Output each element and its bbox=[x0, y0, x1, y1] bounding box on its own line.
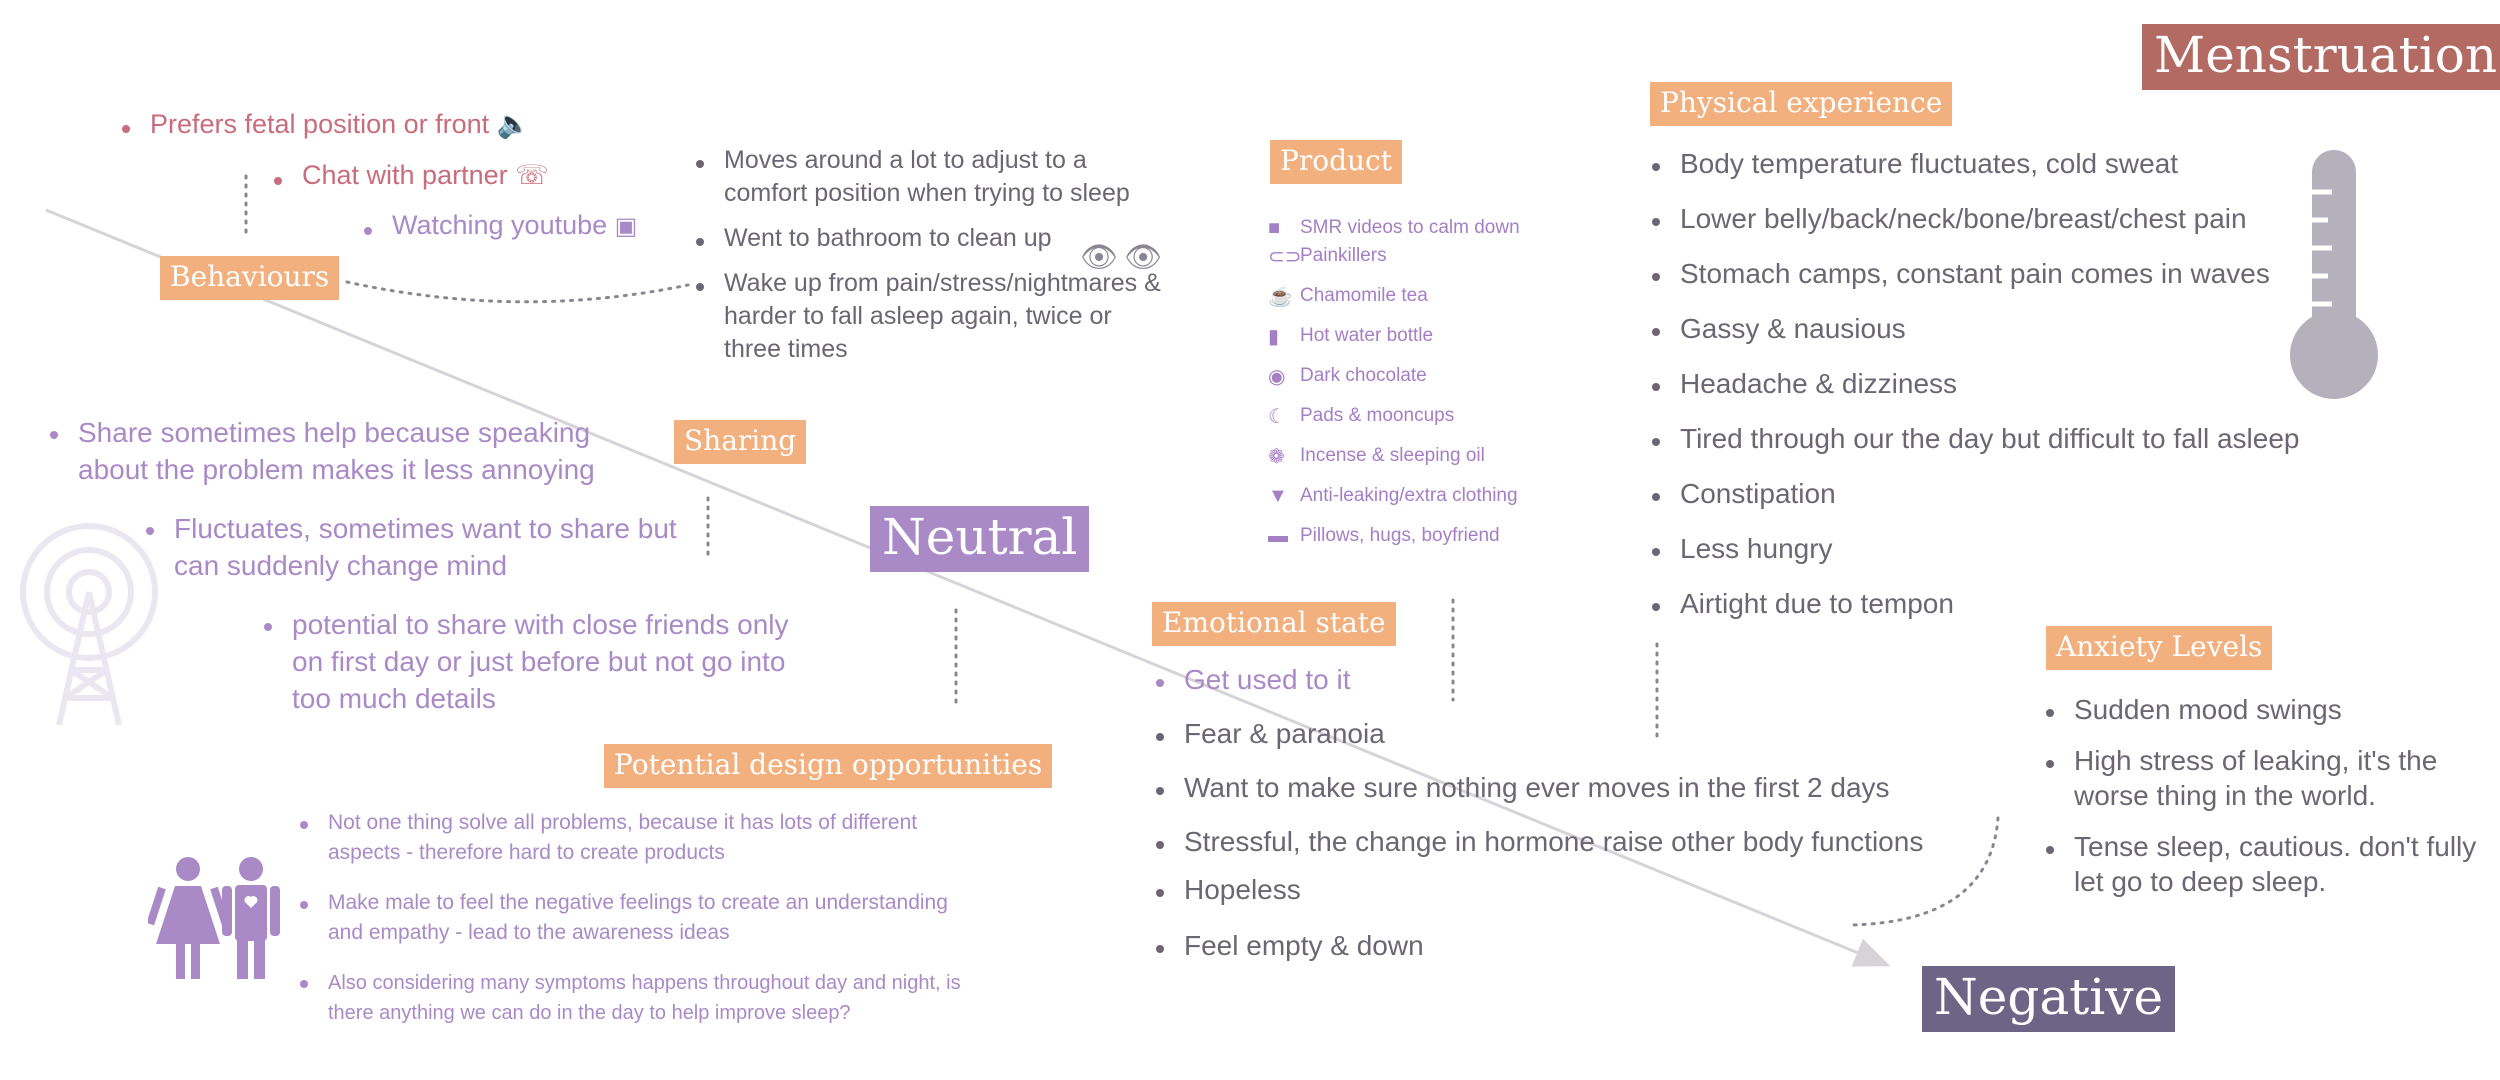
list-item: ▬Pillows, hugs, boyfriend bbox=[1268, 524, 1500, 547]
list-item: ❁Incense & sleeping oil bbox=[1268, 445, 1485, 468]
video-icon: ▣ bbox=[614, 213, 638, 240]
menstruation-title: Menstruation bbox=[2142, 24, 2500, 90]
timeline-line bbox=[45, 208, 1891, 967]
sharing-list-3: potential to share with close friends on… bbox=[260, 606, 802, 717]
list-item: Headache & dizziness bbox=[1648, 366, 2300, 402]
list-item: ▮Hot water bottle bbox=[1268, 325, 1434, 348]
thermometer-icon bbox=[2290, 150, 2378, 399]
list-item: Went to bathroom to clean up bbox=[692, 222, 1162, 255]
list-item: Moves around a lot to adjust to a comfor… bbox=[692, 144, 1162, 210]
chocolate-icon: ◉ bbox=[1268, 365, 1286, 388]
behaviours-list-3: Watching youtube ▣ bbox=[360, 210, 637, 241]
list-item: Tired through our the day but difficult … bbox=[1648, 421, 2300, 457]
list-item: ⊂⊃Painkillers bbox=[1268, 245, 1387, 268]
anxiety-levels-label: Anxiety Levels bbox=[2046, 626, 2273, 670]
emotional-state-list: Get used to it Fear & paranoia Want to m… bbox=[1152, 662, 1923, 964]
negative-title: Negative bbox=[1922, 966, 2176, 1032]
speaker-icon: 🔈 bbox=[496, 109, 531, 139]
list-item: Also considering many symptoms happens t… bbox=[296, 968, 996, 1028]
list-item: Constipation bbox=[1648, 476, 2300, 512]
video-camera-icon: ■ bbox=[1268, 216, 1281, 239]
sharing-list: Share sometimes help because speaking ab… bbox=[46, 414, 658, 488]
physical-experience-label: Physical experience bbox=[1650, 82, 1953, 126]
sharing-list-2: Fluctuates, sometimes want to share but … bbox=[142, 510, 694, 584]
bottle-icon: ▮ bbox=[1268, 325, 1280, 348]
behaviours-list-1: Prefers fetal position or front 🔈 bbox=[118, 108, 530, 140]
list-item: Watching youtube ▣ bbox=[360, 210, 637, 241]
product-list: ■SMR videos to calm down ⊂⊃Painkillers ☕… bbox=[1268, 208, 1520, 556]
moon-icon: ☾ bbox=[1268, 405, 1286, 428]
female-icon bbox=[148, 857, 228, 979]
list-item: Want to make sure nothing ever moves in … bbox=[1152, 770, 1923, 806]
anxiety-levels-list: Sudden mood swings High stress of leakin… bbox=[2042, 692, 2492, 899]
list-item: Body temperature fluctuates, cold sweat bbox=[1648, 146, 2300, 182]
list-item: Gassy & nausious bbox=[1648, 311, 2300, 347]
radio-tower-icon bbox=[20, 523, 158, 726]
list-item: potential to share with close friends on… bbox=[260, 606, 802, 717]
list-item: Stressful, the change in hormone raise o… bbox=[1152, 824, 1923, 860]
emotional-state-label: Emotional state bbox=[1152, 602, 1396, 646]
list-item: Share sometimes help because speaking ab… bbox=[46, 414, 658, 488]
male-icon bbox=[222, 857, 280, 979]
neutral-title: Neutral bbox=[870, 506, 1090, 572]
product-label: Product bbox=[1270, 140, 1402, 184]
list-item: ◉Dark chocolate bbox=[1268, 365, 1427, 388]
list-item: Lower belly/back/neck/bone/breast/chest … bbox=[1648, 201, 2300, 237]
list-item: Stomach camps, constant pain comes in wa… bbox=[1648, 256, 2300, 292]
list-item: Fear & paranoia bbox=[1152, 716, 1923, 752]
list-item: Chat with partner ☏ bbox=[270, 160, 549, 191]
list-item: Less hungry bbox=[1648, 531, 2300, 567]
underwear-icon: ▼ bbox=[1268, 484, 1288, 507]
list-item: Tense sleep, cautious. don't fully let g… bbox=[2042, 829, 2492, 899]
design-opportunities-list: Not one thing solve all problems, becaus… bbox=[296, 808, 996, 1028]
eyes-icon: 👁👁 bbox=[1080, 241, 1169, 274]
behaviours-details: Moves around a lot to adjust to a comfor… bbox=[692, 144, 1162, 366]
list-item: ■SMR videos to calm down bbox=[1268, 216, 1520, 239]
behaviours-label: Behaviours bbox=[160, 256, 340, 300]
incense-icon: ❁ bbox=[1268, 445, 1285, 468]
teapot-icon: ☕ bbox=[1268, 285, 1293, 308]
bed-icon: ▬ bbox=[1268, 524, 1288, 547]
list-item: ☾Pads & mooncups bbox=[1268, 405, 1455, 428]
behaviours-list-2: Chat with partner ☏ bbox=[270, 160, 549, 191]
list-item: Get used to it bbox=[1152, 662, 1923, 698]
pill-icon: ⊂⊃ bbox=[1268, 245, 1302, 268]
list-item: Feel empty & down bbox=[1152, 928, 1923, 964]
list-item: Not one thing solve all problems, becaus… bbox=[296, 808, 928, 868]
list-item: High stress of leaking, it's the worse t… bbox=[2042, 743, 2492, 813]
physical-experience-list: Body temperature fluctuates, cold sweat … bbox=[1648, 146, 2300, 622]
list-item: Wake up from pain/stress/nightmares & ha… bbox=[692, 267, 1162, 366]
list-item: Fluctuates, sometimes want to share but … bbox=[142, 510, 694, 584]
list-item: Make male to feel the negative feelings … bbox=[296, 888, 968, 948]
dotted-guides bbox=[244, 174, 2000, 927]
sharing-label: Sharing bbox=[674, 420, 807, 464]
design-opportunities-label: Potential design opportunities bbox=[604, 744, 1053, 788]
list-item: Hopeless bbox=[1152, 872, 1923, 908]
list-item: Airtight due to tempon bbox=[1648, 586, 2300, 622]
phone-icon: ☏ bbox=[515, 160, 549, 190]
list-item: ▼Anti-leaking/extra clothing bbox=[1268, 484, 1518, 507]
list-item: ☕Chamomile tea bbox=[1268, 285, 1428, 308]
list-item: Sudden mood swings bbox=[2042, 692, 2492, 727]
list-item: Prefers fetal position or front 🔈 bbox=[118, 108, 530, 140]
